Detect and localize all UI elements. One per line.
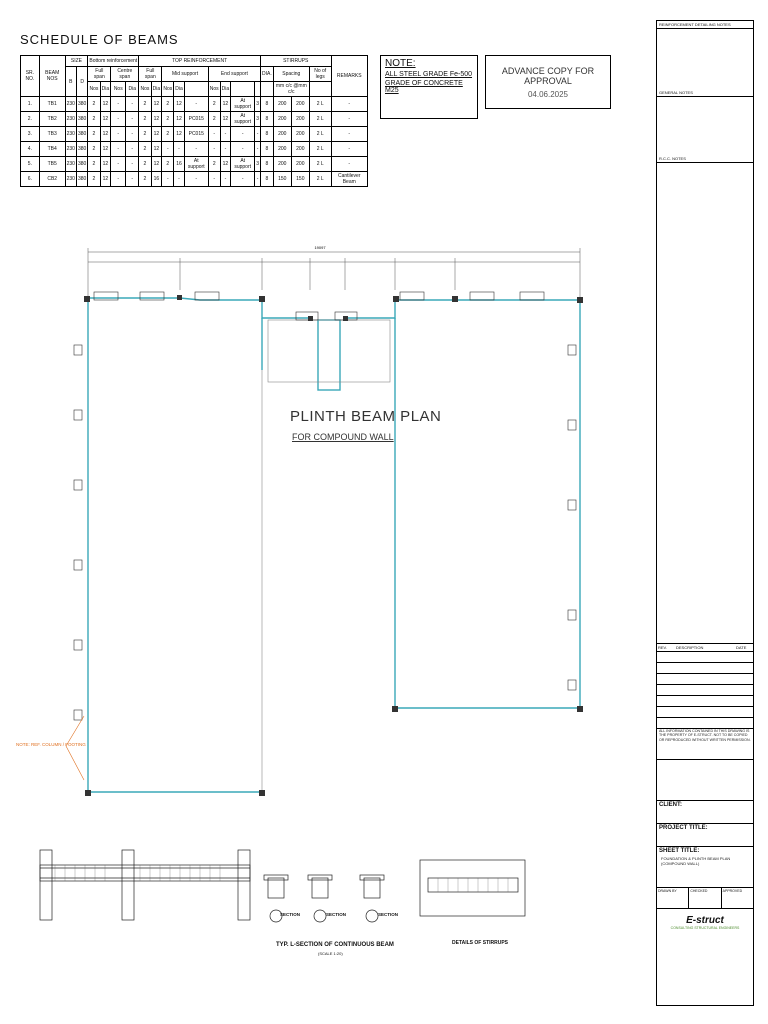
rp-heading-rcc: R.C.C. NOTES — [657, 155, 753, 163]
cell-reinf: - — [183, 171, 209, 187]
rp-heading-detailing: REINFORCEMENT DETAILING NOTES — [657, 21, 753, 29]
cell-reinf: 2 — [87, 171, 101, 187]
cell-d: 380 — [75, 141, 89, 157]
sheet-value: FOUNDATION & PLINTH BEAM PLAN (COMPOUND … — [661, 856, 731, 866]
project-label: PROJECT TITLE: — [659, 825, 708, 831]
schedule-title: SCHEDULE OF BEAMS — [20, 32, 179, 47]
rp-heading-general: GENERAL NOTES — [657, 89, 753, 97]
note-box: NOTE: ALL STEEL GRADE Fe-500 GRADE OF CO… — [380, 55, 478, 119]
cell-reinf: 2 — [207, 156, 221, 172]
revision-table: REV. DESCRIPTION DATE — [657, 643, 753, 729]
cell-reinf: - — [161, 171, 175, 187]
stirrups-caption: DETAILS OF STIRRUPS — [452, 940, 509, 946]
column-note-callout: NOTE: REF. COLUMN / FOOTING — [16, 742, 86, 747]
note-concrete: GRADE OF CONCRETE M25 — [385, 80, 463, 94]
cell-d: 380 — [75, 171, 89, 187]
title-block-panel: REINFORCEMENT DETAILING NOTES GENERAL NO… — [656, 20, 754, 1006]
disclaimer: ALL INFORMATION CONTAINED IN THIS DRAWIN… — [657, 729, 753, 760]
rev-col-rev: REV. — [658, 645, 667, 650]
approval-text: ADVANCE COPY FOR APPROVAL — [501, 66, 595, 86]
client-label: CLIENT: — [659, 802, 682, 808]
rp-general-notes — [657, 97, 753, 155]
sub-nos: Nos — [138, 81, 152, 97]
beam-schedule-table: SR. NO. BEAM NOS SIZE Bottom reinforceme… — [20, 55, 368, 187]
cell-reinf: At support — [230, 156, 256, 172]
approval-date: 04.06.2025 — [527, 90, 569, 99]
sub-nos: Nos — [207, 81, 221, 97]
rev-col-desc: DESCRIPTION — [676, 645, 704, 650]
note-heading: NOTE: — [385, 58, 416, 69]
cell-reinf: 2 — [161, 126, 175, 142]
cell-sp2: 150 — [290, 171, 310, 187]
cell-reinf: - — [207, 171, 221, 187]
firm-footer: CONSULTING STRUCTURAL ENGINEERS — [670, 926, 740, 930]
section-label-3: SECTION — [378, 912, 399, 917]
checked-by: CHECKED — [689, 888, 722, 908]
sheet-label: SHEET TITLE: — [659, 848, 700, 854]
drawn-by: DRAWN BY — [657, 888, 690, 908]
plan-title: PLINTH BEAM PLAN — [290, 408, 442, 425]
cell-sp2: 200 — [290, 141, 310, 157]
cell-reinf: 2 — [138, 156, 152, 172]
rev-col-date: DATE — [736, 645, 747, 650]
cell-reinf: - — [230, 171, 256, 187]
section-label-1: SECTION — [280, 912, 301, 917]
cell-reinf: 2 — [161, 96, 175, 112]
approval-stamp: ADVANCE COPY FOR APPROVAL 04.06.2025 — [485, 55, 611, 109]
plinth-beam-plan-drawing: 19097 — [65, 245, 583, 796]
cell-reinf: 2 — [87, 141, 101, 157]
approved-by: APPROVED — [722, 889, 743, 893]
section-scale: (SCALE 1:20) — [318, 951, 343, 956]
section-caption: TYP. L-SECTION OF CONTINUOUS BEAM — [276, 942, 394, 948]
cell-sp2: 200 — [290, 96, 310, 112]
cell-reinf: At support — [183, 156, 209, 172]
details-drawing — [39, 849, 526, 923]
note-steel: ALL STEEL GRADE Fe-500 — [385, 71, 473, 78]
rp-rcc-notes — [657, 163, 753, 643]
firm-logo: E-struct — [686, 915, 724, 926]
plan-subtitle: FOR COMPOUND WALL — [292, 432, 394, 442]
section-label-2: SECTION — [326, 912, 347, 917]
overall-dimension: 19097 — [314, 245, 326, 250]
cell-rem: Cantilever Beam — [330, 171, 368, 187]
rp-detailing-notes — [657, 29, 753, 89]
cell-reinf: 2 — [138, 171, 152, 187]
col-beam-nos: BEAM NOS — [38, 55, 66, 97]
cell-reinf: - — [161, 141, 175, 157]
